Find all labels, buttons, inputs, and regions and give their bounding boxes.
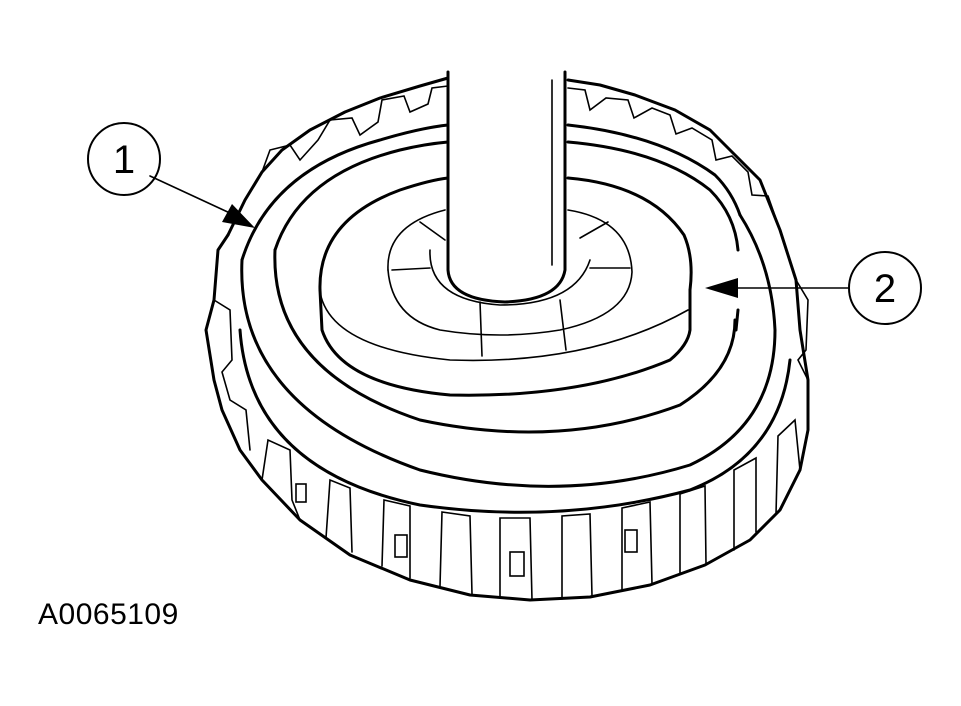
piston-face-edge [319, 291, 689, 362]
piston-side [318, 288, 692, 397]
drum-outer-spline-ring [204, 78, 810, 602]
callout-1-arrowhead [222, 204, 255, 228]
drum-side-windows [295, 483, 638, 577]
snap-ring-top-left [240, 123, 450, 262]
callout-1: 1 [87, 122, 255, 228]
drum-top-splines [261, 85, 781, 231]
figure-code: A0065109 [38, 598, 179, 631]
callout-2: 2 [705, 251, 922, 325]
snap-ring-top-right [566, 123, 742, 217]
callout-1-label: 1 [113, 138, 135, 182]
tool-shaft [446, 70, 567, 304]
hub [387, 209, 633, 357]
piston-top-rim [318, 176, 693, 292]
drum-band-upper-edge [238, 328, 792, 514]
shaft-outline [446, 70, 567, 304]
snap-ring [240, 123, 777, 488]
callout-2-label: 2 [874, 267, 896, 311]
snap-ring-outer [240, 213, 777, 488]
callout-1-leader [149, 175, 233, 215]
piston [318, 176, 693, 397]
inner-groove-ring [273, 140, 740, 434]
drum-outer-spline-ring-left [226, 76, 450, 237]
clutch-drum [204, 76, 810, 602]
callout-2-arrowhead [705, 278, 738, 298]
